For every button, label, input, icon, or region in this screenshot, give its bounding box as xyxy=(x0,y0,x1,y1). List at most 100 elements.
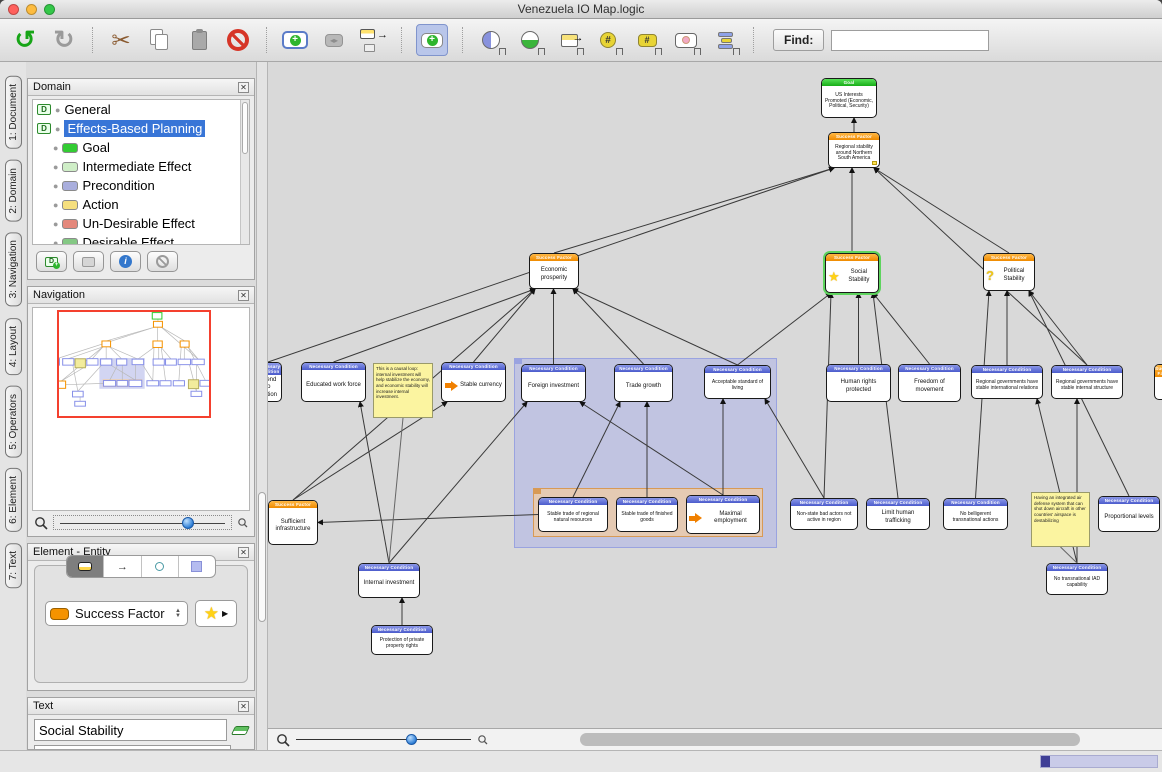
rail-tab-document[interactable]: 1: Document xyxy=(4,76,22,149)
rail-tab-element[interactable]: 6: Element xyxy=(4,468,22,533)
hash-circle-icon[interactable]: # xyxy=(593,25,623,55)
rail-tab-domain[interactable]: 2: Domain xyxy=(4,159,22,222)
add-domain-button[interactable]: D+ xyxy=(36,251,67,272)
zoom-window-button[interactable] xyxy=(44,3,55,15)
minimap-viewport[interactable] xyxy=(57,310,211,418)
nav-zoom-slider[interactable] xyxy=(53,515,232,530)
domain-item-intermediate-effect[interactable]: ●Intermediate Effect xyxy=(53,159,192,174)
new-entity-icon[interactable]: + xyxy=(280,25,310,55)
domain-info-button[interactable]: i xyxy=(110,251,141,272)
find-input[interactable] xyxy=(831,29,990,51)
nav-zoom-slider-thumb[interactable] xyxy=(182,517,194,529)
zoom-out-icon[interactable] xyxy=(34,516,48,530)
node-sf-social[interactable]: Success Factor★Social Stability xyxy=(825,253,879,293)
canvas-zoom-slider-thumb[interactable] xyxy=(406,733,417,745)
rail-tab-navigation[interactable]: 3: Navigation xyxy=(4,232,22,307)
undo-icon[interactable]: ↺ xyxy=(14,25,36,54)
domain-item-goal[interactable]: ●Goal xyxy=(53,140,110,155)
domain-item-un-desirable-effect[interactable]: ●Un-Desirable Effect xyxy=(53,216,195,231)
entity-constraint-icon[interactable] xyxy=(671,25,701,55)
horizontal-scrollbar-thumb[interactable] xyxy=(580,733,1080,746)
cancel-icon[interactable] xyxy=(223,25,253,55)
minimize-window-button[interactable] xyxy=(26,3,37,15)
close-icon[interactable]: ✕ xyxy=(238,546,249,558)
rail-tab-layout[interactable]: 4: Layout xyxy=(4,317,22,375)
zoom-in-icon[interactable] xyxy=(237,517,248,528)
rail-tab-text[interactable]: 7: Text xyxy=(4,543,22,589)
copy-domain-button[interactable] xyxy=(73,251,104,272)
paste-icon[interactable] xyxy=(184,25,214,55)
rail-tab-operators[interactable]: 5: Operators xyxy=(4,385,22,458)
canvas-bottom-bar xyxy=(268,728,1162,750)
node-partial-right-sf[interactable]: Success Factor xyxy=(1154,364,1162,400)
entity-attribute-icon[interactable]: → xyxy=(358,25,388,55)
hierarchy-icon[interactable] xyxy=(710,25,740,55)
note-air[interactable]: Having an integrated air defense system … xyxy=(1031,492,1090,547)
box-arrow-icon[interactable]: → xyxy=(554,25,584,55)
domain-disable-button[interactable] xyxy=(147,251,178,272)
domain-item-precondition[interactable]: ●Precondition xyxy=(53,178,155,193)
eraser-icon[interactable] xyxy=(230,725,251,735)
close-icon[interactable]: ✕ xyxy=(238,289,249,301)
close-window-button[interactable] xyxy=(8,3,19,15)
close-icon[interactable]: ✕ xyxy=(238,81,249,93)
domain-scrollbar[interactable] xyxy=(240,100,249,244)
tab-region[interactable] xyxy=(179,556,215,577)
text-panel: Text ✕ xyxy=(27,697,255,750)
node-label: Acceptable standard of living xyxy=(711,378,764,391)
node-sf-political[interactable]: Success Factor?Political Stability xyxy=(983,253,1035,291)
domain-item-desirable-effect[interactable]: ●Desirable Effect xyxy=(33,233,249,244)
element-description-input[interactable] xyxy=(34,745,231,749)
domain-item-effects-based-planning[interactable]: D●Effects-Based Planning xyxy=(33,119,249,138)
zoom-in-icon[interactable] xyxy=(477,734,488,745)
node-partial-left[interactable]: Necessary Condition...tend to ...ation xyxy=(268,362,282,402)
entity-type-select[interactable]: Success Factor ▲▼ xyxy=(45,601,188,626)
domain-item-action[interactable]: ●Action xyxy=(53,197,119,212)
port-tool-icon[interactable]: ◂▸ xyxy=(319,25,349,55)
domain-item-general[interactable]: D●General xyxy=(33,100,249,119)
sidebar-scrollbar[interactable] xyxy=(256,62,268,750)
tab-relation[interactable]: → xyxy=(104,556,142,577)
redo-icon[interactable]: ↻ xyxy=(53,25,75,54)
add-entity-selected-icon[interactable]: + xyxy=(415,23,449,57)
hash-box-icon[interactable]: # xyxy=(632,25,662,55)
entity-icon-button[interactable]: ★ ▶ xyxy=(195,600,237,627)
navigation-minimap[interactable] xyxy=(32,307,250,511)
copy-icon[interactable] xyxy=(145,25,175,55)
note-causal[interactable]: This is a causal loop: internal investme… xyxy=(373,363,433,418)
element-text-input[interactable] xyxy=(34,719,227,741)
tab-port[interactable] xyxy=(142,556,179,577)
pie-arrow-icon[interactable] xyxy=(515,25,545,55)
horizontal-scrollbar[interactable] xyxy=(534,733,1154,746)
pie-chart-icon[interactable] xyxy=(476,25,506,55)
zoom-out-icon[interactable] xyxy=(276,733,290,747)
canvas-zoom-slider[interactable] xyxy=(296,733,471,747)
cut-icon[interactable]: ✂ xyxy=(111,26,131,53)
tab-entity[interactable] xyxy=(67,556,105,577)
close-icon[interactable]: ✕ xyxy=(238,700,249,712)
